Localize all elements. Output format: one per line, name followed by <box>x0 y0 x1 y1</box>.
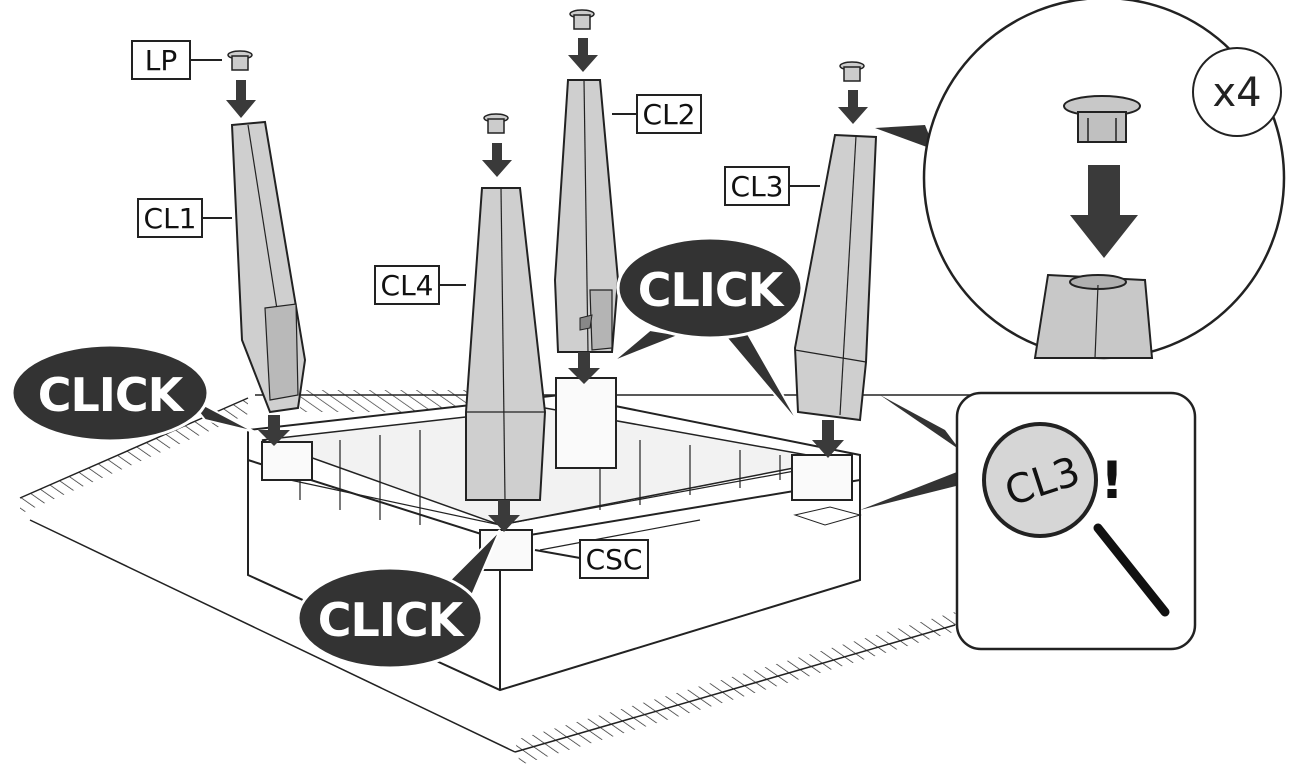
quantity-text: x4 <box>1212 70 1261 116</box>
label-lp: LP <box>132 41 222 79</box>
cap-cl2-icon <box>570 10 594 29</box>
label-csc-text: CSC <box>586 543 643 576</box>
click-center-text: CLICK <box>638 263 786 317</box>
detail-circle: x4 <box>875 0 1284 358</box>
click-callout-center: CLICK <box>612 238 802 425</box>
label-cl4-text: CL4 <box>381 269 434 302</box>
arrow-down-icon <box>482 143 512 177</box>
label-cl1: CL1 <box>138 199 232 237</box>
click-left-text: CLICK <box>38 368 186 422</box>
cap-cl4-icon <box>484 114 508 133</box>
leg-caps <box>228 10 864 133</box>
leg-cl4 <box>466 188 545 500</box>
cap-cl3-icon <box>840 62 864 81</box>
arrow-down-icon <box>838 90 868 124</box>
arrow-down-icon <box>568 38 598 72</box>
label-cl4: CL4 <box>375 266 466 304</box>
leg-cl2 <box>555 80 618 352</box>
label-cl3: CL3 <box>725 167 820 205</box>
detail-leg-top <box>1035 275 1152 358</box>
label-lp-text: LP <box>145 44 177 77</box>
label-cl2-text: CL2 <box>643 98 696 131</box>
magnifier-inset: CL3 ! <box>860 393 1195 649</box>
label-cl2: CL2 <box>612 95 701 133</box>
cap-cl1-icon <box>228 51 252 70</box>
magnifier-mark-text: ! <box>1100 451 1124 511</box>
arrow-down-icon <box>226 80 256 118</box>
leg-cl3 <box>795 135 876 420</box>
label-cl1-text: CL1 <box>144 202 197 235</box>
leg-cl1 <box>232 122 305 412</box>
click-bottom-text: CLICK <box>318 593 466 647</box>
label-cl3-text: CL3 <box>731 170 784 203</box>
